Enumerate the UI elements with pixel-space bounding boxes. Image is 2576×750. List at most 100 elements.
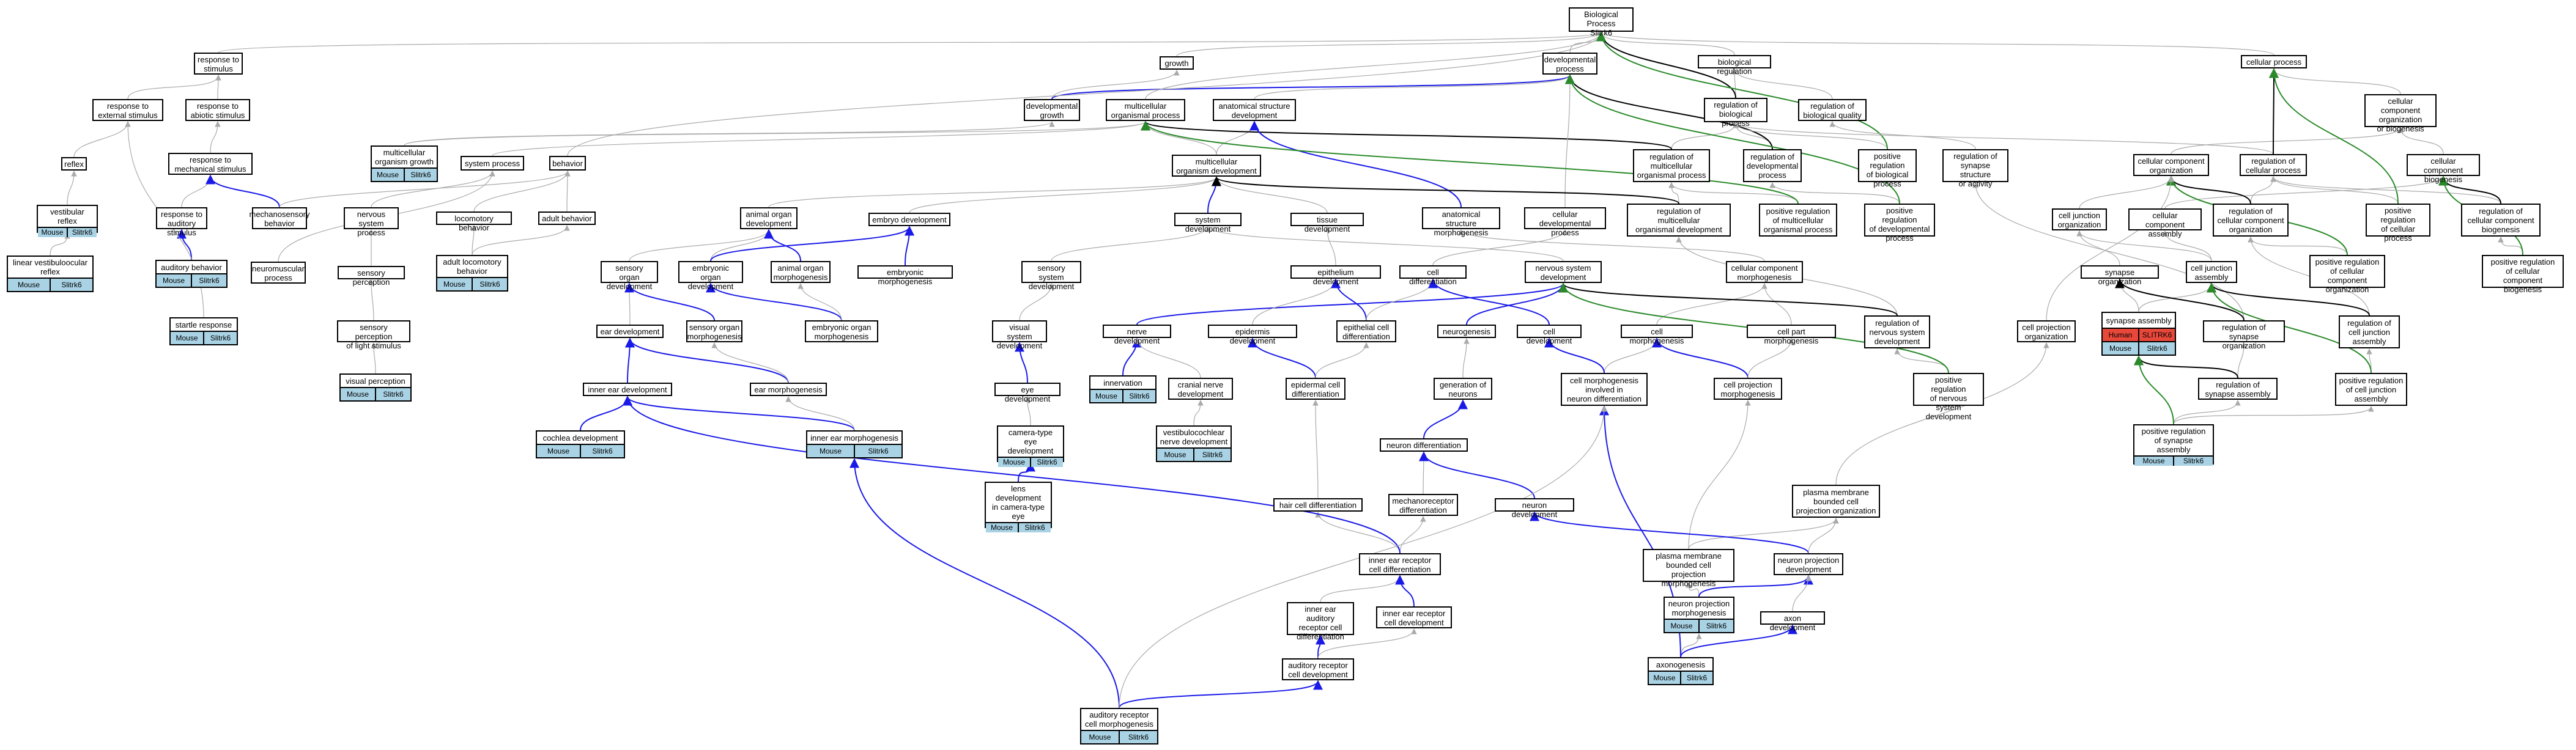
term-node[interactable]: regulation of multicellular organismal d… xyxy=(1627,204,1731,237)
term-node[interactable]: response to mechanical stimulus xyxy=(168,153,253,175)
term-node[interactable]: auditory receptor cell development xyxy=(1282,658,1354,680)
term-node[interactable]: nervous system development xyxy=(1525,261,1602,283)
term-node[interactable]: positive regulation of cellular componen… xyxy=(2309,255,2385,294)
term-node[interactable]: system process xyxy=(461,156,524,171)
term-node[interactable]: response to stimulus xyxy=(194,53,243,75)
term-node[interactable]: regulation of cellular component biogene… xyxy=(2461,204,2541,237)
term-node[interactable]: anatomical structure morphogenesis xyxy=(1422,207,1500,237)
term-node[interactable]: cellular component assembly xyxy=(2128,208,2202,238)
term-node[interactable]: locomotory behavior xyxy=(436,211,512,232)
term-node[interactable]: cellular process xyxy=(2241,55,2307,68)
term-node[interactable]: positive regulation of nervous system de… xyxy=(1913,373,1984,421)
term-node[interactable]: synapse organization xyxy=(2081,265,2159,286)
term-node[interactable]: sensory organ morphogenesis xyxy=(686,320,742,342)
term-node[interactable]: embryonic morphogenesis xyxy=(857,265,953,286)
term-node[interactable]: cell junction organization xyxy=(2052,208,2107,230)
term-node[interactable]: regulation of cellular component organiz… xyxy=(2213,204,2289,237)
term-node[interactable]: embryonic organ morphogenesis xyxy=(805,320,878,342)
term-node[interactable]: reflex xyxy=(61,157,87,171)
term-node[interactable]: hair cell differentiation xyxy=(1273,498,1363,512)
term-node[interactable]: plasma membrane bounded cell projection … xyxy=(1792,485,1880,518)
term-node[interactable]: positive regulation of cellular process xyxy=(2366,204,2430,243)
term-node[interactable]: developmental process xyxy=(1542,53,1597,75)
term-node[interactable]: response to auditory stimulus xyxy=(156,207,207,237)
term-node[interactable]: multicellular organism development xyxy=(1172,155,1261,177)
term-node[interactable]: epithelium development xyxy=(1290,265,1381,286)
term-node[interactable]: neuron development xyxy=(1495,498,1574,519)
term-node[interactable]: regulation of cellular process xyxy=(2240,154,2307,176)
term-node[interactable]: inner ear receptor cell differentiation xyxy=(1359,553,1441,575)
term-node[interactable]: cell part morphogenesis xyxy=(1747,325,1836,345)
term-node[interactable]: generation of neurons xyxy=(1434,378,1492,400)
term-node[interactable]: cellular component organization xyxy=(2133,154,2209,176)
term-node[interactable]: cellular component organization or bioge… xyxy=(2364,94,2437,133)
term-node[interactable]: plasma membrane bounded cell projection … xyxy=(1643,549,1734,588)
term-node[interactable]: system development xyxy=(1174,213,1242,233)
term-node[interactable]: regulation of synapse assembly xyxy=(2198,378,2278,400)
term-node[interactable]: inner ear auditory receptor cell differe… xyxy=(1287,602,1354,641)
term-node[interactable]: developmental growth xyxy=(1024,99,1080,121)
term-node[interactable]: behavior xyxy=(549,156,586,171)
term-node[interactable]: regulation of synapse structure or activ… xyxy=(1942,149,2008,188)
term-node[interactable]: cell morphogenesis xyxy=(1621,325,1693,345)
term-node[interactable]: cellular component morphogenesis xyxy=(1726,261,1803,283)
term-node[interactable]: regulation of nervous system development xyxy=(1864,315,1930,348)
term-node[interactable]: biological regulation xyxy=(1698,55,1771,76)
term-node[interactable]: adult behavior xyxy=(538,211,596,225)
term-node[interactable]: multicellular organismal process xyxy=(1106,99,1185,121)
term-node[interactable]: mechanoreceptor differentiation xyxy=(1388,494,1458,516)
term-node[interactable]: response to abiotic stimulus xyxy=(185,99,250,121)
term-node[interactable]: sensory perception of light stimulus xyxy=(337,320,410,350)
term-node[interactable]: inner ear development xyxy=(583,383,672,396)
term-node[interactable]: regulation of developmental process xyxy=(1743,149,1802,182)
term-node[interactable]: nerve development xyxy=(1103,325,1171,345)
term-node[interactable]: mechanosensory behavior xyxy=(250,207,310,229)
term-node[interactable]: visual system development xyxy=(992,320,1047,350)
term-node[interactable]: positive regulation of multicellular org… xyxy=(1759,204,1837,237)
term-node[interactable]: regulation of cell junction assembly xyxy=(2339,315,2400,348)
term-node[interactable]: epithelial cell differentiation xyxy=(1336,320,1396,342)
term-node[interactable]: eye development xyxy=(994,383,1060,403)
term-node[interactable]: embryo development xyxy=(868,213,950,226)
term-node[interactable]: positive regulation of cell junction ass… xyxy=(2335,373,2407,406)
term-node[interactable]: animal organ morphogenesis xyxy=(771,261,831,283)
term-node[interactable]: epidermis development xyxy=(1208,325,1297,345)
term-node[interactable]: neurogenesis xyxy=(1437,325,1496,338)
term-node[interactable]: ear morphogenesis xyxy=(750,383,827,396)
term-node[interactable]: animal organ development xyxy=(740,207,798,229)
term-node[interactable]: Biological Process Slitrk6 xyxy=(1569,7,1634,37)
term-node[interactable]: cell differentiation xyxy=(1399,265,1467,286)
term-node[interactable]: tissue development xyxy=(1290,213,1364,233)
term-node[interactable]: embryonic organ development xyxy=(678,261,743,291)
term-node[interactable]: anatomical structure development xyxy=(1213,99,1296,121)
term-node[interactable]: regulation of synapse organization xyxy=(2203,320,2285,350)
term-node[interactable]: regulation of multicellular organismal p… xyxy=(1633,149,1710,182)
term-node[interactable]: sensory organ development xyxy=(601,261,658,291)
term-node[interactable]: cellular component biogenesis xyxy=(2407,154,2480,184)
term-node[interactable]: cell projection morphogenesis xyxy=(1714,378,1782,400)
term-node[interactable]: ear development xyxy=(596,325,664,338)
term-node[interactable]: cell development xyxy=(1517,325,1582,345)
term-node[interactable]: positive regulation of cellular componen… xyxy=(2482,255,2564,294)
term-node[interactable]: nervous system process xyxy=(344,207,399,237)
term-node[interactable]: axon development xyxy=(1760,611,1825,632)
term-node[interactable]: cell projection organization xyxy=(2017,320,2076,342)
term-node[interactable]: epidermal cell differentiation xyxy=(1286,378,1345,400)
